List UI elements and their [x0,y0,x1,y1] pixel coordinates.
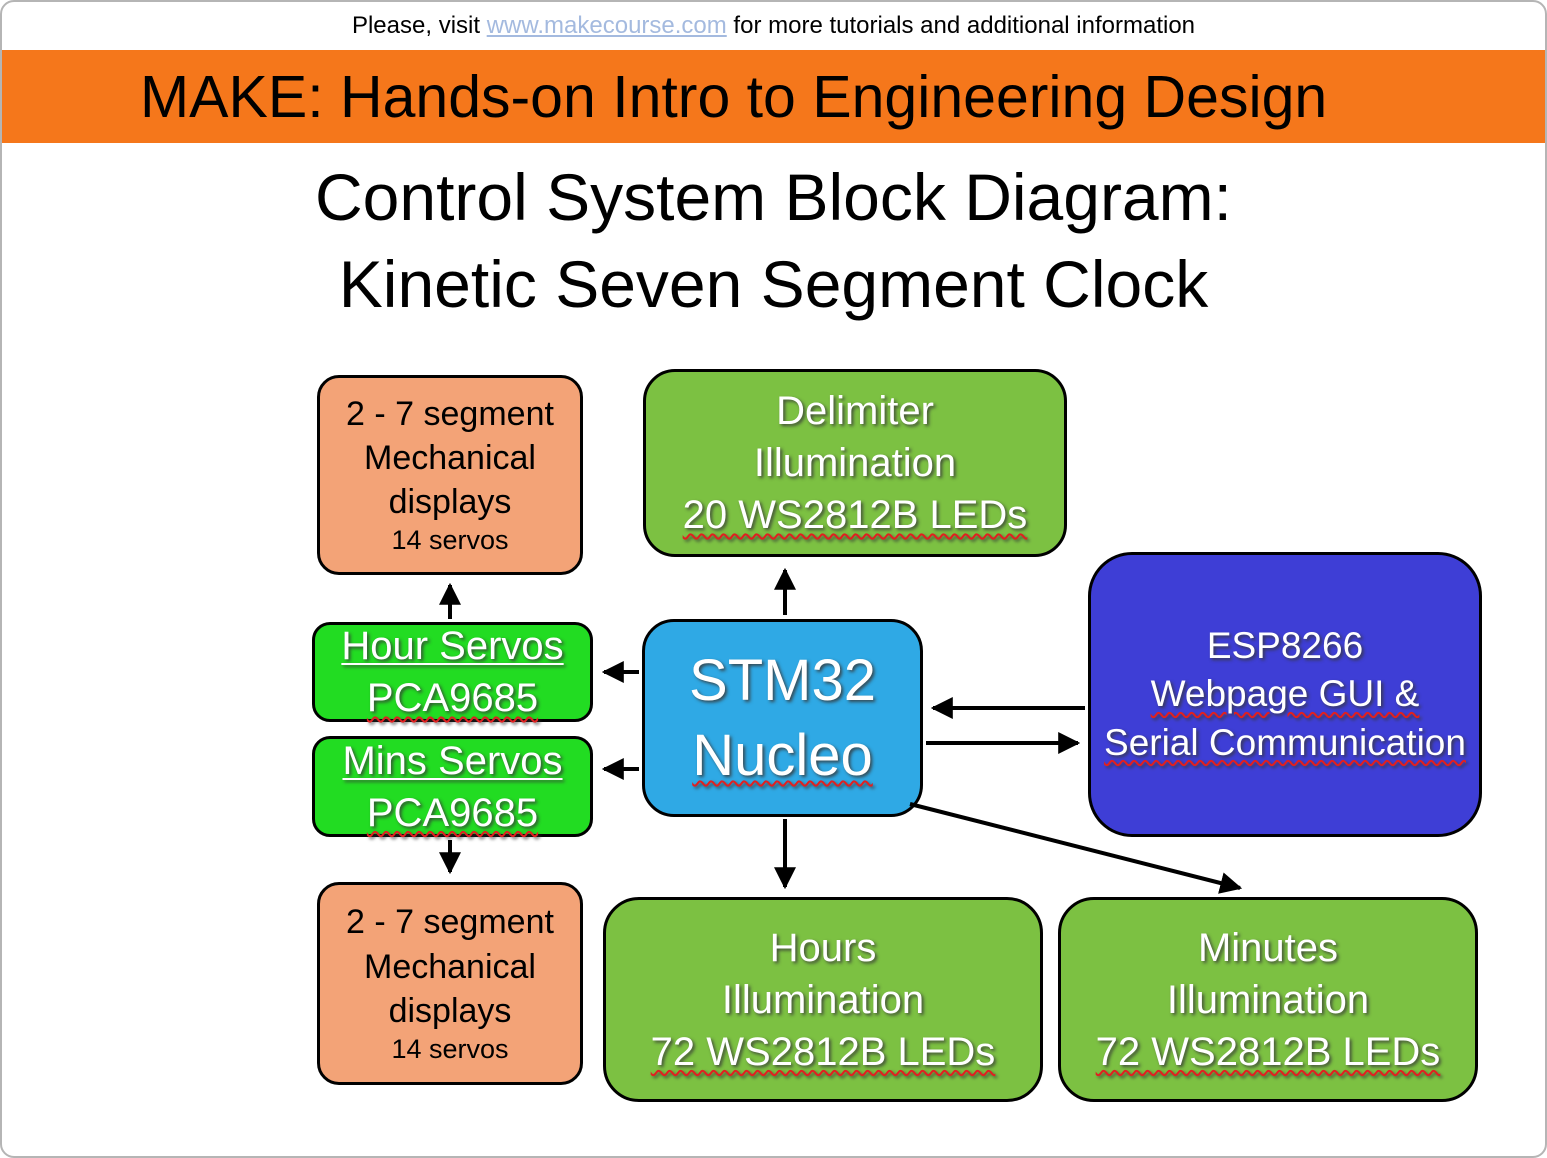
makecourse-link[interactable]: www.makecourse.com [486,12,727,39]
block-text: 2 - 7 segment [346,394,554,433]
block-mech-displays-bottom: 2 - 7 segment Mechanical displays 14 ser… [317,882,583,1085]
block-text: Hour Servos [341,624,564,668]
block-text: 20 WS2812B LEDs [682,493,1028,537]
page-title-line1: Control System Block Diagram: [315,160,1232,234]
block-hour-servos: Hour Servos PCA9685 [312,622,593,722]
block-text: 72 WS2812B LEDs [1095,1029,1441,1074]
page-title-line2: Kinetic Seven Segment Clock [338,247,1209,322]
block-hours-illumination: Hours Illumination 72 WS2812B LEDs [603,897,1043,1102]
block-text: displays [388,991,512,1030]
block-text: 2 - 7 segment [346,903,554,942]
block-text: PCA9685 [366,790,539,835]
block-text: Hours [769,925,877,970]
block-text: STM32 [689,647,876,713]
block-text: PCA9685 [366,676,539,720]
top-note-prefix: Please, visit [351,12,487,39]
block-text: Illumination [721,977,925,1022]
block-text: Webpage GUI & [1150,673,1420,715]
block-stm32-nucleo: STM32 Nucleo [642,619,923,817]
block-esp8266: ESP8266 Webpage GUI & Serial Communicati… [1088,552,1482,837]
block-text: Mins Servos [342,738,563,783]
page-title: Control System Block Diagram: Kinetic Se… [2,154,1545,328]
block-text: Minutes [1197,925,1339,970]
course-banner: MAKE: Hands-on Intro to Engineering Desi… [2,50,1545,143]
top-note: Please, visit www.makecourse.com for mor… [2,2,1545,50]
block-text: Serial Communication [1104,721,1466,763]
block-text: Delimiter [776,389,934,433]
block-mins-servos: Mins Servos PCA9685 [312,736,593,837]
block-text: Illumination [1166,977,1370,1022]
block-text: 72 WS2812B LEDs [650,1029,996,1074]
block-mech-displays-top: 2 - 7 segment Mechanical displays 14 ser… [317,375,583,575]
block-text: Illumination [753,441,957,485]
block-note: 14 servos [391,1033,509,1064]
block-text: Mechanical [364,947,536,986]
block-text: Nucleo [692,723,873,788]
block-text: Mechanical [364,439,536,478]
block-text: displays [388,483,512,522]
block-minutes-illumination: Minutes Illumination 72 WS2812B LEDs [1058,897,1478,1102]
block-text: ESP8266 [1206,625,1364,667]
block-delimiter-illumination: Delimiter Illumination 20 WS2812B LEDs [643,369,1067,557]
block-note: 14 servos [391,525,509,556]
course-banner-title: MAKE: Hands-on Intro to Engineering Desi… [140,63,1328,130]
top-note-suffix: for more tutorials and additional inform… [726,12,1196,39]
